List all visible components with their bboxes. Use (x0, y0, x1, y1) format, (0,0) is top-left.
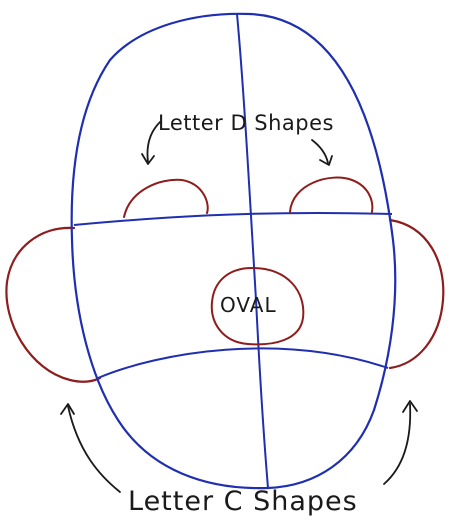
right-ear-c-shape (388, 218, 445, 370)
head-outline (70, 12, 397, 490)
upper-horizontal-guideline (73, 211, 393, 226)
left-eye-d-shape (123, 178, 209, 218)
arrowhead-right-eye (319, 155, 333, 166)
arrowhead-right-ear (402, 400, 418, 413)
arrow-to-right-ear (383, 403, 412, 485)
arrow-to-right-eye (311, 139, 329, 164)
right-eye-d-shape (289, 176, 374, 213)
arrow-to-left-ear (67, 405, 121, 493)
arrowhead-left-eye (141, 153, 155, 165)
lower-horizontal-guideline (97, 347, 389, 379)
left-ear-c-shape (5, 226, 102, 383)
vertical-center-guideline (236, 13, 269, 489)
arrow-to-left-eye (146, 121, 161, 163)
letter-d-shapes-label: Letter D Shapes (158, 111, 334, 135)
arrowhead-left-ear (60, 403, 75, 415)
oval-label: OVAL (220, 293, 277, 317)
nose-oval-shape (210, 266, 305, 346)
letter-c-shapes-label: Letter C Shapes (128, 486, 358, 517)
